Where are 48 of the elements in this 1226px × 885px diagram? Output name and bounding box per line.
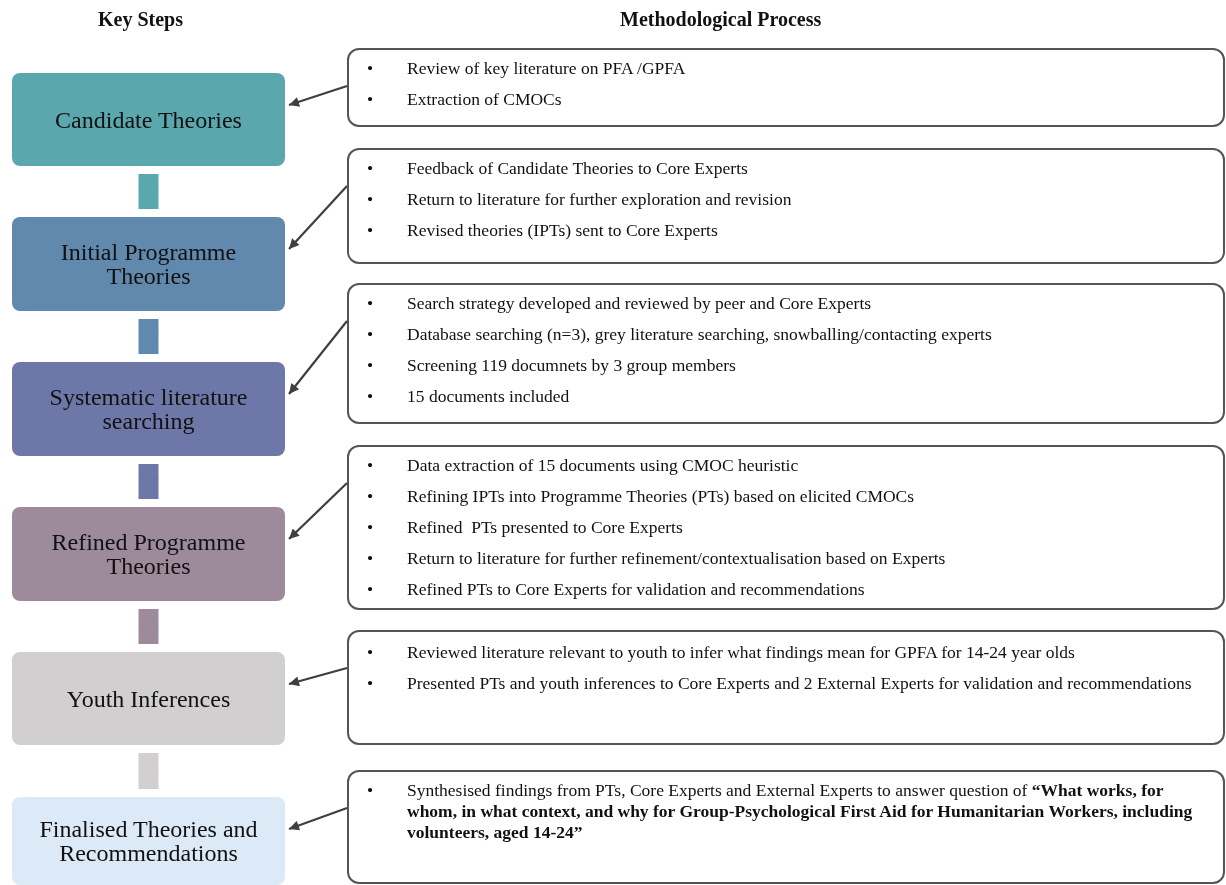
step-title: Candidate Theories [55,107,242,132]
arrow [288,666,348,687]
process-box [347,770,1225,884]
step-box [12,362,285,456]
step-box [12,797,285,885]
step-box [12,652,285,745]
bullet-item: • Extraction of CMOCs [367,89,563,110]
process-box [347,148,1225,264]
bullet-item: • Reviewed literature relevant to youth to infer what findings mean for GPFA for 14-24 year olds [367,642,1076,663]
bullet-item: • Data extraction of 15 documents using CMOC heuristic [367,455,800,476]
block-arrow [138,174,159,209]
arrow [288,320,348,395]
arrow [288,482,348,540]
bullet-item: • Refining IPTs into Programme Theories (PTs) based on elicited CMOCs [367,486,916,507]
block-arrow [138,464,159,499]
block-arrow [138,753,159,789]
bullet-item: • Search strategy developed and reviewed by peer and Core Experts [367,293,873,314]
step-box [12,73,285,166]
column-heading: Methodological Process [620,8,822,31]
step-title: Systematic literature searching [48,385,249,433]
bullet-item: • Screening 119 documnets by 3 group members [367,355,737,376]
process-box [347,445,1225,610]
bullet-item: • Review of key literature on PFA /GPFA [367,58,687,79]
process-box [347,283,1225,424]
step-title: Youth Inferences [66,686,231,711]
step-title: Initial Programme Theories [59,240,238,288]
bullet-item: • Synthesised findings from PTs, Core Experts and External Experts to answer question of “What works, for whom, in what context, and why for Group-Psychological First Aid for Humanitarian Workers, including volunteers, aged 14-24” [367,780,1194,843]
column-heading: Key Steps [98,8,183,31]
bullet-item: • Database searching (n=3), grey literature searching, snowballing/contacting experts [367,324,993,345]
bullet-item: • 15 documents included [367,386,571,407]
bullet-item: • Refined PTs to Core Experts for validation and recommendations [367,579,866,600]
step-box [12,507,285,601]
process-box [347,48,1225,127]
step-box [12,217,285,311]
arrow [288,806,348,831]
bullet-item: • Feedback of Candidate Theories to Core Experts [367,158,749,179]
step-title: Finalised Theories and Recommendations [38,817,259,865]
bullet-item: • Presented PTs and youth inferences to Core Experts and 2 External Experts for validation and recommendations [367,673,1193,694]
process-box [347,630,1225,745]
arrow [288,185,348,250]
step-title: Refined Programme Theories [50,530,247,578]
block-arrow [138,609,159,644]
block-arrow [138,319,159,354]
bullet-item: • Refined PTs presented to Core Experts [367,517,684,538]
bullet-item: • Return to literature for further exploration and revision [367,189,793,210]
bullet-item: • Revised theories (IPTs) sent to Core Experts [367,220,719,241]
arrow [288,84,348,107]
bullet-item: • Return to literature for further refinement/contextualisation based on Experts [367,548,947,569]
